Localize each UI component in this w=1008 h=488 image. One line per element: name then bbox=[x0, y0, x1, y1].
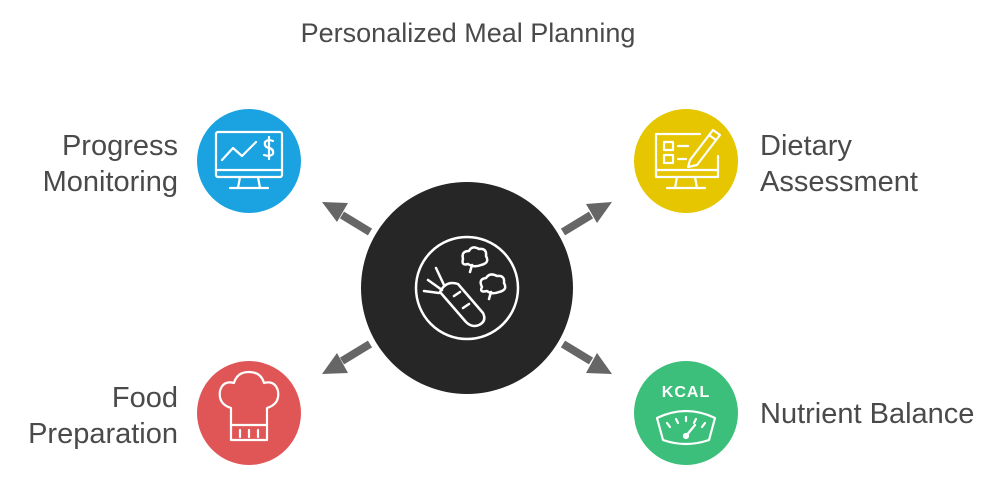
dietary-assessment-label: Dietary Assessment bbox=[760, 128, 918, 200]
chef-hat-icon bbox=[218, 370, 280, 442]
carrot-broccoli-icon bbox=[414, 235, 520, 341]
progress-monitoring-label-line-2: Monitoring bbox=[42, 166, 178, 198]
nutrient-balance-label-line-1: Nutrient Balance bbox=[760, 398, 975, 430]
nutrient-balance-node: KCAL bbox=[634, 361, 738, 465]
progress-monitoring-label-line-1: Progress bbox=[61, 130, 178, 162]
nutrient-balance-label: Nutrient Balance bbox=[760, 396, 974, 432]
kcal-label: KCAL bbox=[662, 384, 710, 401]
arrow-to-nutrient-balance bbox=[560, 340, 612, 374]
arrow-to-dietary-assessment bbox=[560, 202, 612, 236]
food-preparation-node bbox=[197, 361, 301, 465]
checklist-pencil-monitor-icon bbox=[654, 128, 722, 190]
progress-monitoring-label: Progress Monitoring bbox=[43, 128, 178, 200]
diagram-title: Personalized Meal Planning bbox=[300, 18, 636, 48]
arrow-to-food-preparation bbox=[322, 340, 373, 374]
dietary-assessment-label-line-1: Dietary bbox=[760, 130, 852, 162]
center-node bbox=[361, 182, 573, 394]
food-preparation-label: Food Preparation bbox=[28, 380, 178, 452]
food-preparation-label-line-1: Food bbox=[111, 382, 178, 414]
dietary-assessment-node bbox=[634, 109, 738, 213]
progress-monitoring-node bbox=[197, 109, 301, 213]
arrow-to-progress-monitoring bbox=[322, 202, 373, 236]
food-preparation-label-line-2: Preparation bbox=[28, 418, 178, 450]
dietary-assessment-label-line-2: Assessment bbox=[760, 166, 918, 198]
monitor-chart-dollar-icon bbox=[214, 130, 284, 190]
kcal-scale-icon: KCAL bbox=[655, 384, 717, 446]
